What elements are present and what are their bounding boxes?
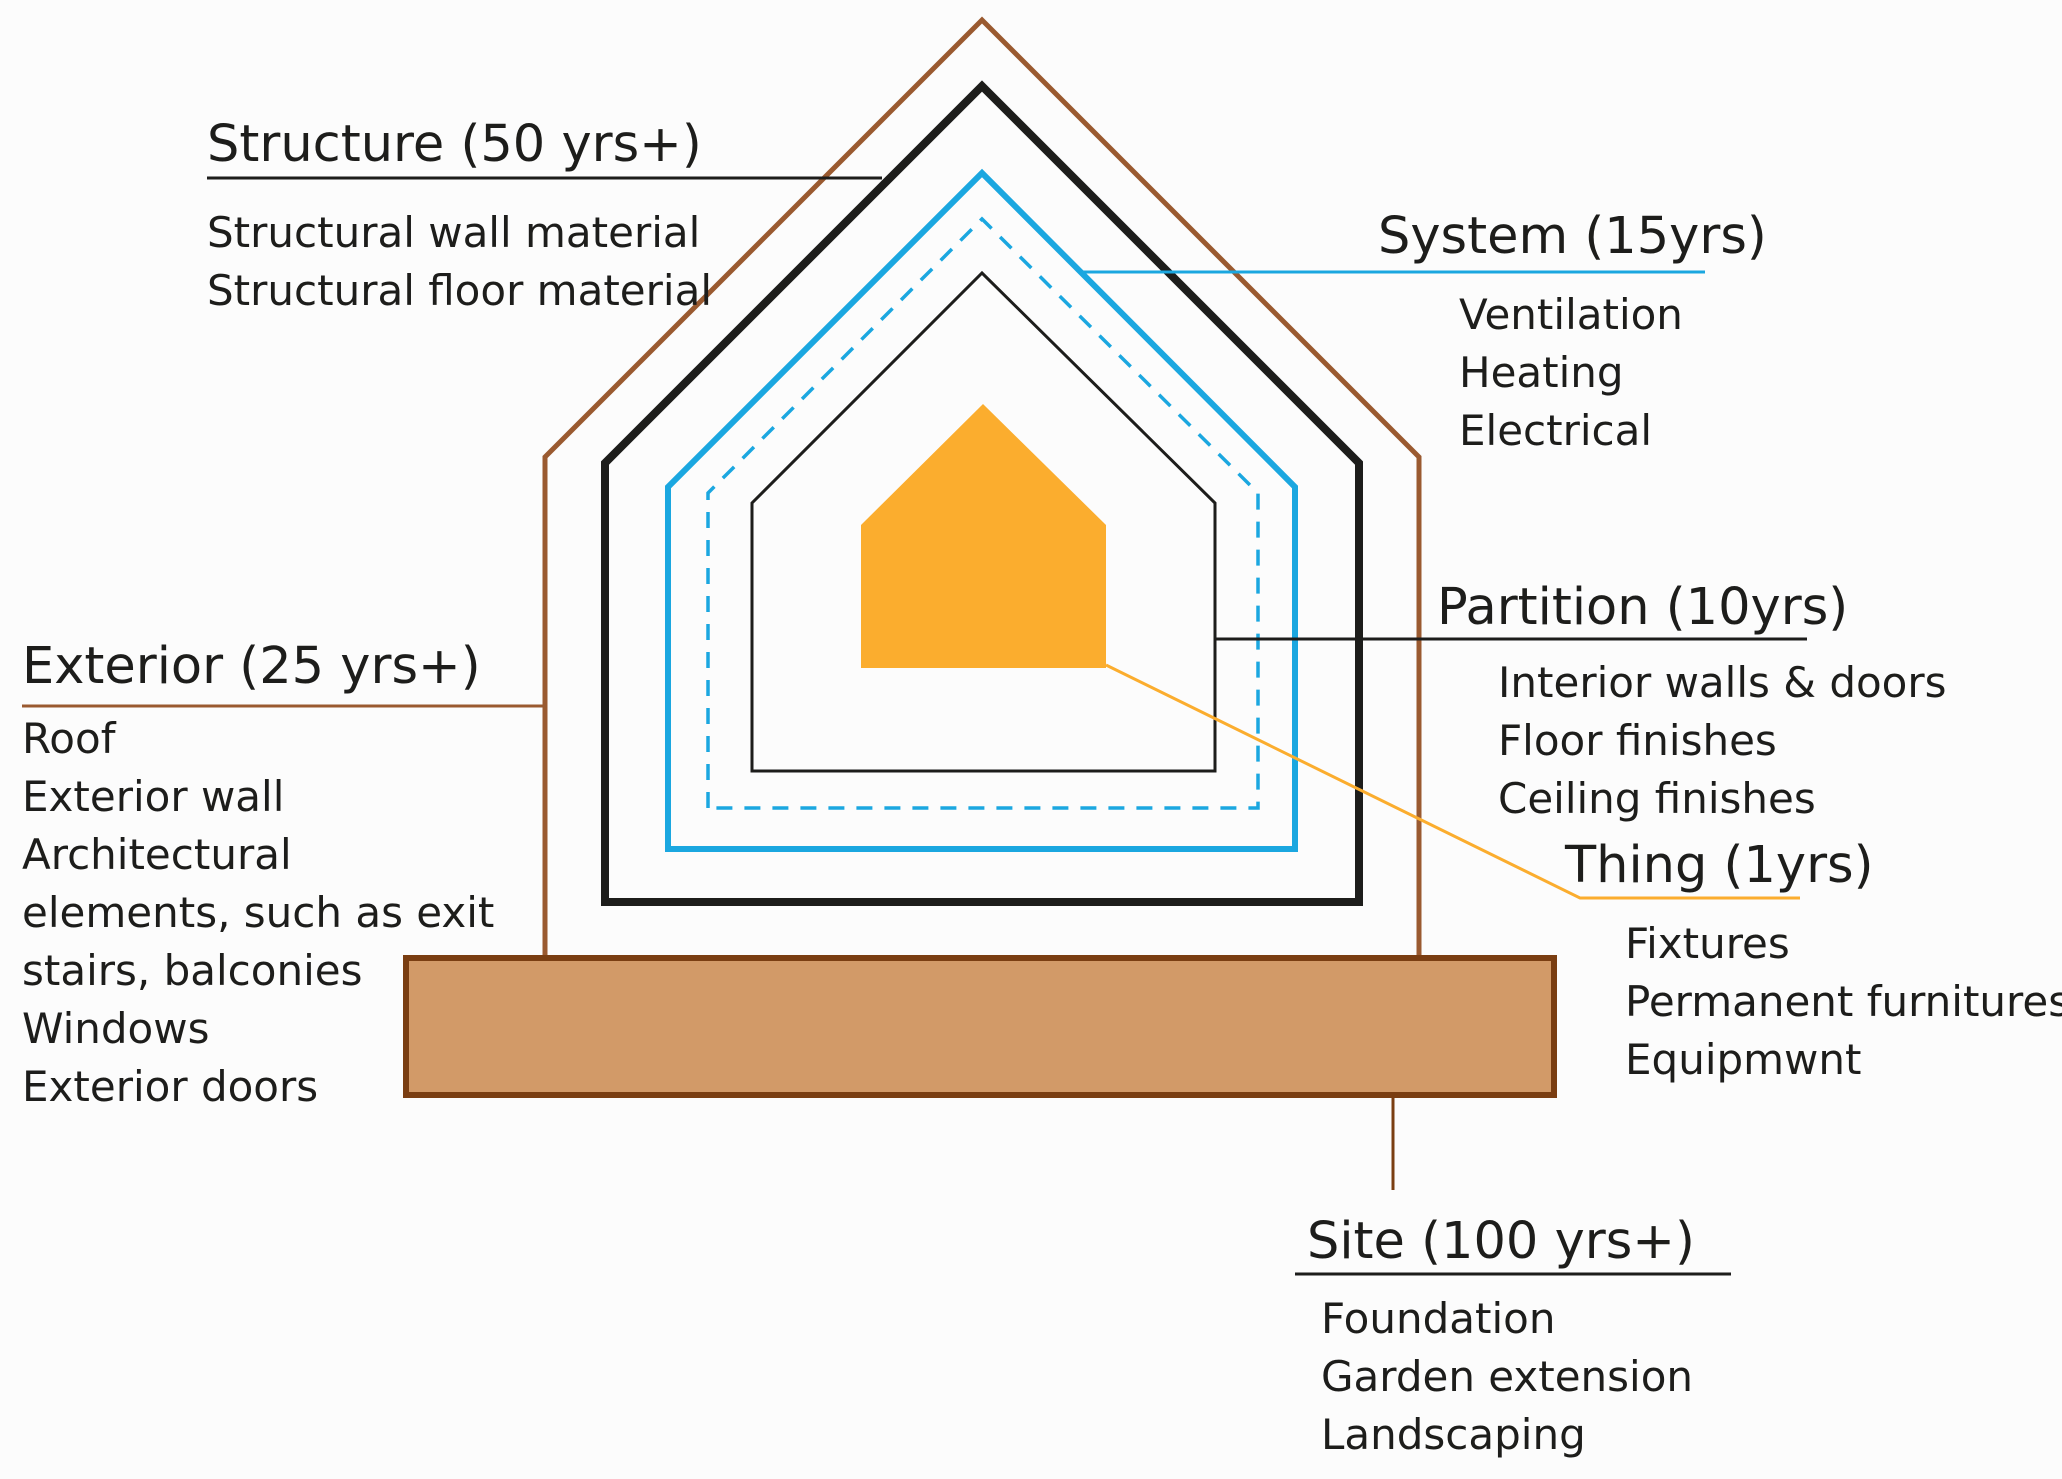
- exterior-item: Windows: [22, 1004, 210, 1053]
- thing-leader-line: [1105, 663, 1800, 900]
- exterior-title: Exterior (25 yrs+): [22, 637, 481, 696]
- system-dashed-outline: [706, 216, 1260, 810]
- partition-item: Ceiling finishes: [1498, 774, 1816, 823]
- exterior-item: Exterior doors: [22, 1062, 319, 1111]
- structure-item: Structural floor material: [207, 266, 712, 315]
- partition-item: Interior walls & doors: [1498, 658, 1947, 707]
- site-title: Site (100 yrs+): [1307, 1212, 1695, 1271]
- site-item: Garden extension: [1321, 1352, 1694, 1401]
- partition-item: Floor finishes: [1498, 716, 1777, 765]
- partition-outline: [750, 270, 1217, 773]
- thing-item: Permanent furnitures: [1625, 977, 2062, 1026]
- structure-title: Structure (50 yrs+): [207, 115, 702, 174]
- exterior-item: Roof: [22, 714, 116, 763]
- exterior-outline: [542, 16, 1422, 955]
- site-foundation: [403, 955, 1557, 1098]
- site-item: Foundation: [1321, 1294, 1556, 1343]
- system-item: Ventilation: [1459, 290, 1683, 339]
- structure-item: Structural wall material: [207, 208, 701, 257]
- structure-outline: [601, 80, 1363, 906]
- site-item: Landscaping: [1321, 1410, 1586, 1459]
- system-item: Heating: [1459, 348, 1624, 397]
- system-title: System (15yrs): [1378, 207, 1767, 266]
- thing-item: Fixtures: [1625, 919, 1790, 968]
- thing-item: Equipmwnt: [1625, 1035, 1862, 1084]
- thing-title: Thing (1yrs): [1565, 836, 1874, 895]
- partition-title: Partition (10yrs): [1437, 578, 1849, 637]
- exterior-item: Architectural elements, such as exit sta…: [22, 830, 495, 995]
- system-item: Electrical: [1459, 406, 1653, 455]
- exterior-item: Exterior wall: [22, 772, 285, 821]
- thing-shape: [861, 404, 1106, 668]
- system-outline: [665, 168, 1298, 852]
